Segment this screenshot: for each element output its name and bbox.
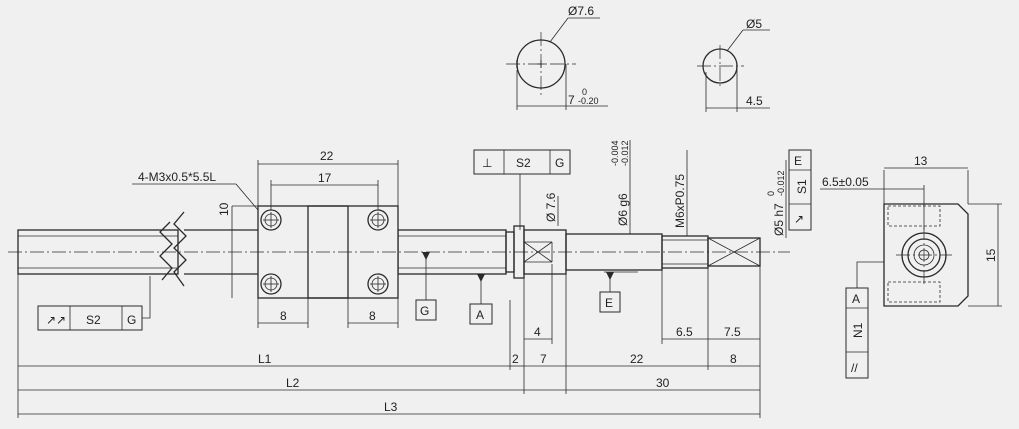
label-d5-lower: -0.012 bbox=[776, 170, 786, 196]
label-7: 7 bbox=[540, 352, 547, 366]
frame-parallelism: A N1 // bbox=[845, 261, 885, 379]
label-d5-h7: Ø5 h7 bbox=[772, 203, 786, 236]
frame-runout-left: ↗↗ S2 G bbox=[37, 276, 151, 331]
label-8-bottom: 8 bbox=[730, 352, 737, 366]
label-22-bottom: 22 bbox=[630, 352, 644, 366]
runout-left-value: S2 bbox=[86, 313, 101, 327]
runout-right-value: S1 bbox=[795, 179, 809, 194]
label-d6-g6: Ø6 g6 bbox=[616, 193, 630, 226]
runout-left-symbol: ↗↗ bbox=[46, 313, 66, 327]
runout-right-datum: E bbox=[794, 154, 802, 168]
label-tol-7-upper: 0 bbox=[582, 87, 587, 97]
dims-lengths: L1 2 7 22 8 L2 30 L3 bbox=[17, 274, 761, 418]
datum-E: E bbox=[599, 271, 638, 313]
label-L2: L2 bbox=[286, 376, 300, 390]
label-2: 2 bbox=[512, 352, 519, 366]
parallel-value: N1 bbox=[851, 322, 865, 338]
label-15: 15 bbox=[984, 248, 998, 262]
datum-E-label: E bbox=[605, 296, 613, 310]
dims-block: 22 17 4-M3x0.5*5.5L 10 8 8 bbox=[132, 149, 399, 328]
label-tol-7: 7 bbox=[568, 93, 575, 107]
label-d5-upper: 0 bbox=[766, 191, 776, 196]
frame-runout-right: E S1 ↗ bbox=[788, 149, 812, 231]
datum-A: A bbox=[469, 274, 493, 325]
label-L3: L3 bbox=[384, 400, 398, 414]
dims-shaft-end: Ø 7.6 Ø6 g6 -0.004 -0.012 M6xP0.75 Ø5 h7… bbox=[544, 140, 787, 238]
label-6-5-tol: 6.5±0.05 bbox=[822, 175, 869, 189]
break-lines bbox=[159, 211, 187, 287]
label-d5: Ø5 bbox=[746, 17, 762, 31]
datum-G: G bbox=[415, 252, 437, 321]
label-tol-7-lower: -0.20 bbox=[578, 96, 599, 106]
label-30: 30 bbox=[656, 376, 670, 390]
perp-value: S2 bbox=[516, 156, 531, 170]
frame-perpendicularity: ⊥ S2 G bbox=[473, 149, 571, 230]
perp-symbol: ⊥ bbox=[482, 156, 492, 170]
label-d6-upper: -0.004 bbox=[610, 140, 620, 166]
dims-bottom-short: 4 6.5 7.5 bbox=[523, 264, 761, 344]
label-6-5: 6.5 bbox=[676, 325, 693, 339]
label-d7-6: Ø7.6 bbox=[568, 4, 594, 18]
side-view: 13 6.5±0.05 15 bbox=[820, 154, 1002, 307]
parallel-symbol: // bbox=[851, 361, 858, 375]
label-13: 13 bbox=[914, 154, 928, 168]
label-4-5: 4.5 bbox=[746, 94, 763, 108]
datum-G-label: G bbox=[420, 304, 429, 318]
runout-left-datum: G bbox=[127, 313, 136, 327]
runout-right-symbol: ↗ bbox=[794, 212, 804, 226]
section-view-d5: Ø5 4.5 bbox=[697, 17, 770, 112]
label-4: 4 bbox=[534, 325, 541, 339]
label-7-5: 7.5 bbox=[724, 325, 741, 339]
label-8-right: 8 bbox=[369, 309, 376, 323]
label-10: 10 bbox=[217, 202, 231, 216]
label-d7-6-shaft: Ø 7.6 bbox=[544, 192, 558, 222]
label-8-left: 8 bbox=[280, 309, 287, 323]
section-view-d7-6: Ø7.6 7 0 -0.20 bbox=[506, 4, 608, 110]
label-m6: M6xP0.75 bbox=[673, 174, 687, 228]
label-17: 17 bbox=[318, 171, 332, 185]
perp-datum: G bbox=[555, 156, 564, 170]
label-thread-note: 4-M3x0.5*5.5L bbox=[138, 170, 216, 184]
parallel-datum: A bbox=[852, 292, 860, 306]
label-L1: L1 bbox=[258, 352, 272, 366]
label-22-top: 22 bbox=[320, 149, 334, 163]
datum-A-label: A bbox=[476, 308, 484, 322]
label-d6-lower: -0.012 bbox=[620, 140, 630, 166]
